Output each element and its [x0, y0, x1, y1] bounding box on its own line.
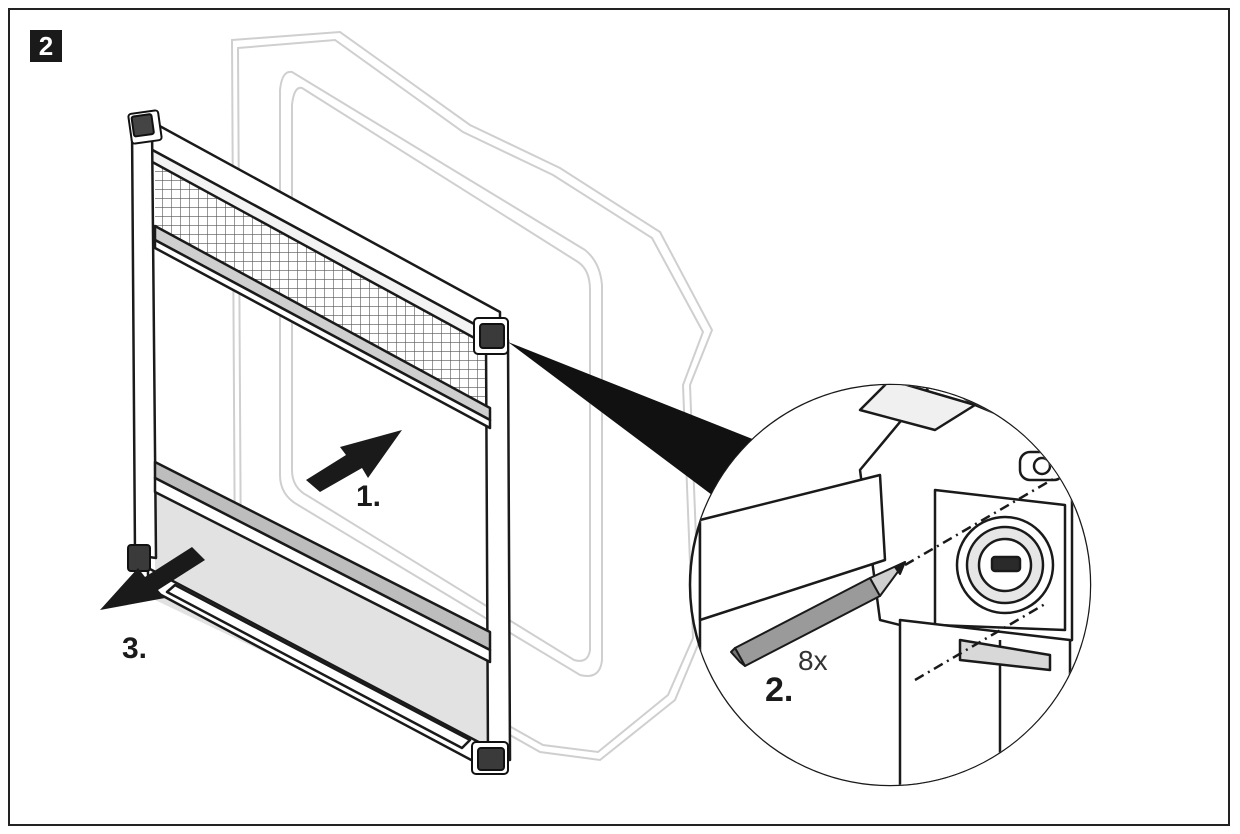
insect-mesh-panel	[155, 160, 490, 420]
step-number-badge: 2	[30, 30, 62, 62]
tool-pen-icon	[730, 561, 906, 667]
window-opening-outline	[230, 30, 714, 762]
step-3-label: 3.	[122, 632, 148, 665]
step-2-label: 2.	[765, 671, 794, 709]
frame-corner-caps	[127, 109, 509, 775]
pleated-blind-panel	[155, 490, 490, 760]
arrow-pull-icon	[100, 547, 205, 610]
step-1-label: 1.	[356, 480, 382, 513]
repeat-count-label: 8x	[798, 645, 828, 676]
zoom-callout-wedge	[508, 342, 755, 495]
detail-zoom-circle	[688, 383, 1092, 787]
screen-frame	[130, 116, 512, 772]
arrow-push-icon	[306, 430, 402, 492]
